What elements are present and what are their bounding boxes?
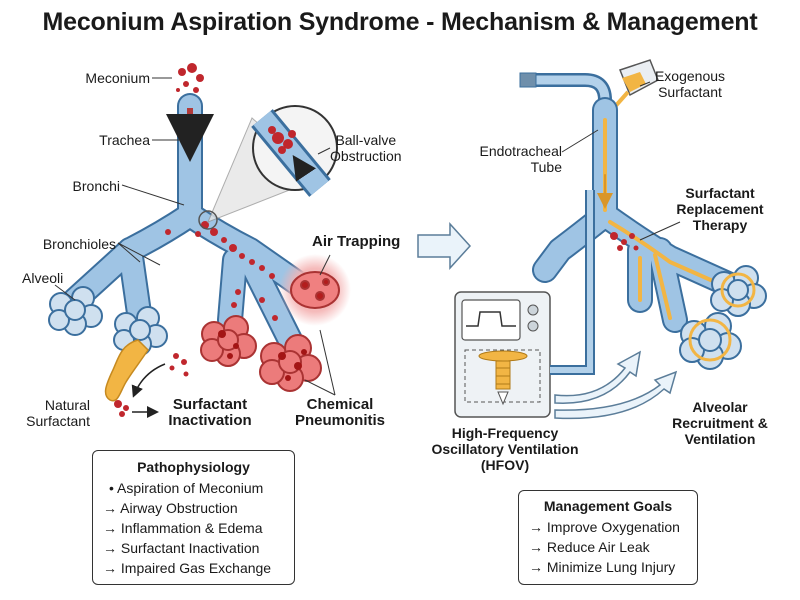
outcome-arrows <box>554 350 678 420</box>
pathophysiology-item: → Surfactant Inactivation <box>103 540 260 556</box>
surfactant-vial-icon <box>610 59 659 112</box>
label-air-trapping: Air Trapping <box>312 233 401 250</box>
label-alveolar-recruitment: Alveolar Recruitment & Ventilation <box>672 399 768 447</box>
residual-meconium <box>610 232 639 251</box>
management-goal-item: → Improve Oxygenation <box>529 519 680 535</box>
pathophysiology-item: → Airway Obstruction <box>103 500 238 516</box>
left-leader-lines <box>54 77 336 396</box>
label-surfactant-replacement-therapy: Surfactant Replacement Therapy <box>676 185 764 233</box>
management-goals-heading: Management Goals <box>543 498 673 514</box>
air-trapped-alveolus <box>290 271 340 309</box>
management-goal-item: → Minimize Lung Injury <box>529 559 676 575</box>
alveoli-surfactant-lining <box>688 272 756 362</box>
inactivation-arrow <box>131 363 166 398</box>
label-endotracheal-tube: Endotracheal Tube <box>479 143 562 175</box>
ventilator-tubing-inner <box>550 190 593 373</box>
management-goals-box: Management Goals → Improve Oxygenation →… <box>518 490 698 585</box>
label-surfactant-inactivation: Surfactant Inactivation <box>168 396 252 429</box>
pathophysiology-box: Pathophysiology • Aspiration of Meconium… <box>92 450 295 585</box>
arrow-right-icon <box>417 222 472 270</box>
management-goal-item: → Reduce Air Leak <box>529 539 650 555</box>
pathophysiology-item: → Inflammation & Edema <box>103 520 263 536</box>
label-natural-surfactant: Natural Surfactant <box>26 397 90 429</box>
label-alveoli: Alveoli <box>22 270 64 286</box>
right-leader-lines <box>561 81 681 241</box>
label-bronchioles: Bronchioles <box>42 236 116 252</box>
diagram-title: Meconium Aspiration Syndrome - Mechanism… <box>42 8 758 36</box>
pathophysiology-heading: Pathophysiology <box>137 459 250 475</box>
meconium-in-airways <box>165 221 278 321</box>
label-exogenous-surfactant: Exogenous Surfactant <box>654 68 726 100</box>
label-ball-valve-obstruction: Ball-valve Obstruction <box>330 132 402 164</box>
label-bronchi: Bronchi <box>72 178 120 194</box>
inactivated-surfactant-particles <box>114 353 189 417</box>
inflammation-spots <box>218 330 307 381</box>
label-chemical-pneumonitis: Chemical Pneumonitis <box>294 396 385 429</box>
label-trachea: Trachea <box>99 132 150 148</box>
ventilator-icon <box>454 291 551 418</box>
left-airway-tree <box>62 93 313 353</box>
label-hfov: High-Frequency Oscillatory Ventilation (… <box>431 425 579 473</box>
meconium-particles <box>176 63 204 93</box>
label-meconium: Meconium <box>85 70 150 86</box>
natural-surfactant-blob <box>104 339 149 402</box>
pathophysiology-item: → Impaired Gas Exchange <box>103 560 272 576</box>
magnifier-inset-icon <box>198 105 338 230</box>
pathophysiology-item: • Aspiration of Meconium <box>109 480 264 496</box>
right-airway-tree <box>532 97 743 333</box>
